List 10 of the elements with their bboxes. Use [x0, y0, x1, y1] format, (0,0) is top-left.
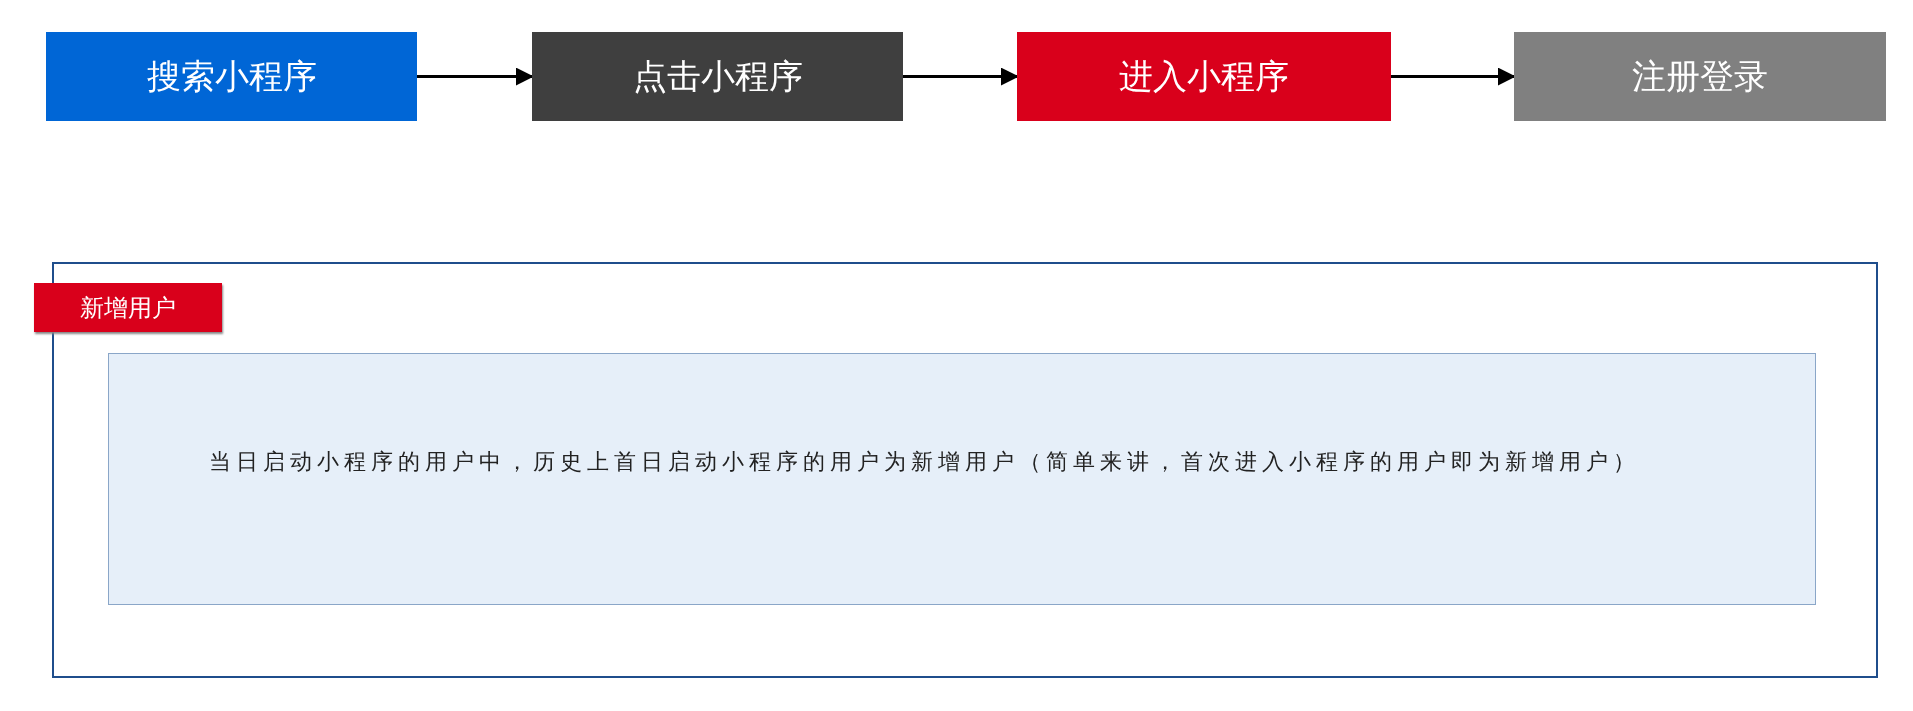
- register-step-box: 注册登录: [1514, 32, 1886, 121]
- arrow: [417, 67, 534, 86]
- arrow: [1391, 67, 1516, 86]
- definition-text: 当日启动小程序的用户中，历史上首日启动小程序的用户为新增用户（简单来讲，首次进入小程序的用户即为新增用户）: [209, 448, 1641, 476]
- arrow: [903, 67, 1019, 86]
- definition-card: [108, 353, 1816, 605]
- section-tab: 新增用户: [34, 283, 222, 332]
- click-step-box: 点击小程序: [532, 32, 903, 121]
- search-step-box: 搜索小程序: [46, 32, 417, 121]
- enter-step-box: 进入小程序: [1017, 32, 1391, 121]
